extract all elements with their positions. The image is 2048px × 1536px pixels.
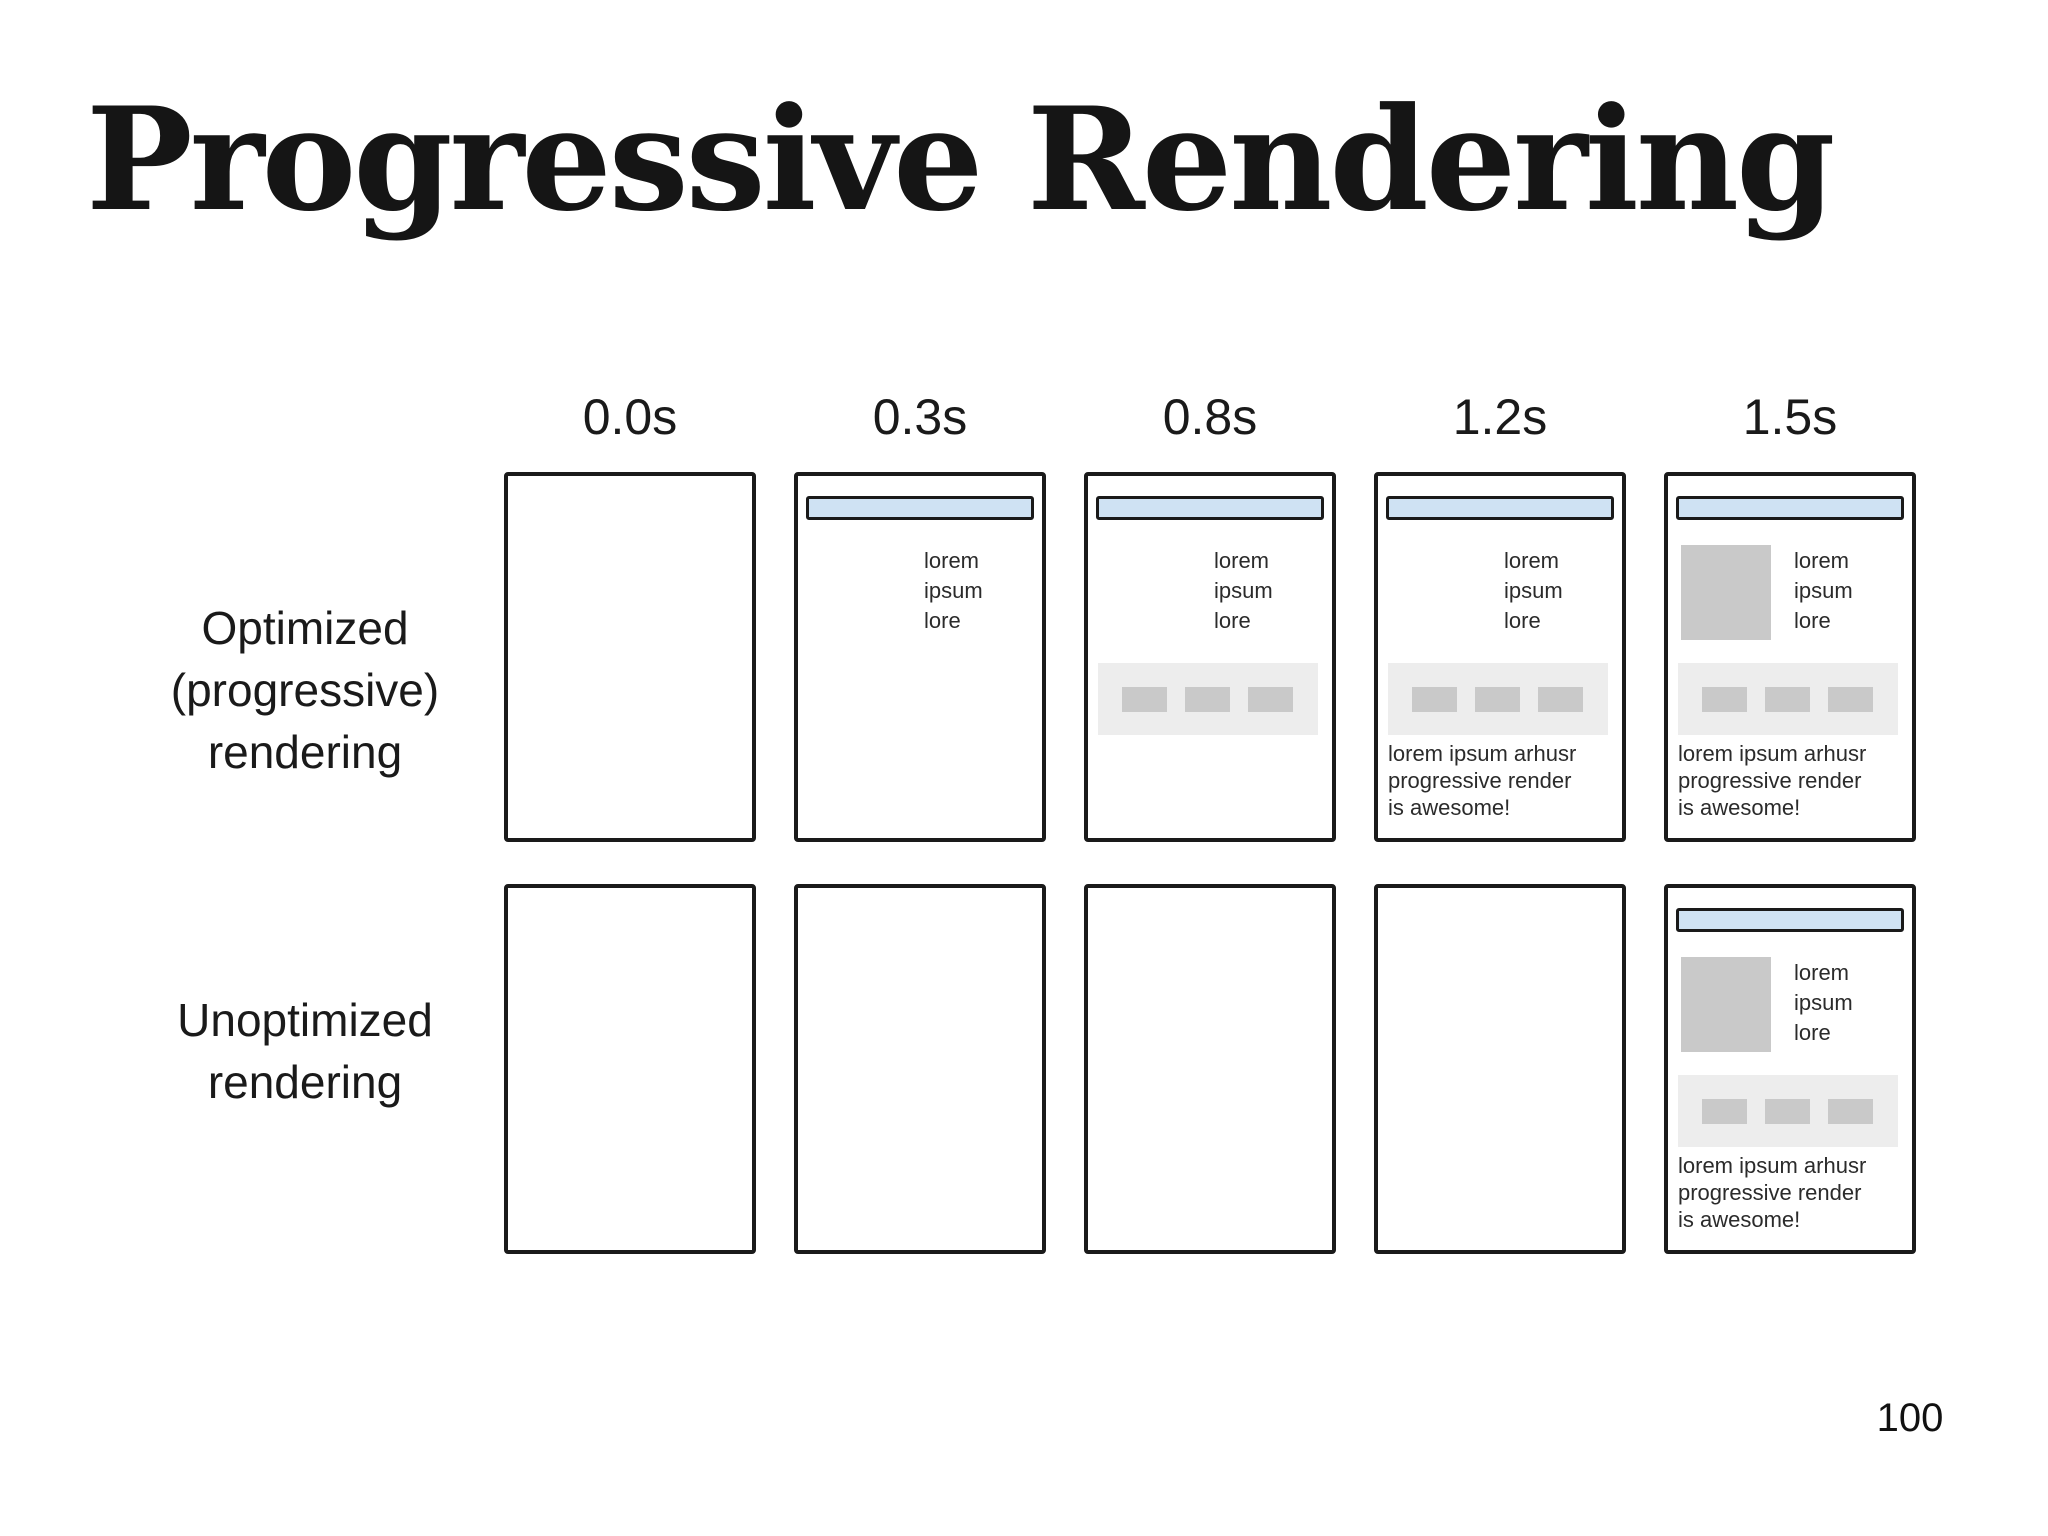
content-band-placeholder (1678, 1075, 1898, 1147)
paragraph-text: lorem ipsum arhusr progressive render is… (1678, 741, 1867, 820)
band-item-placeholder (1828, 1098, 1873, 1124)
lorem-text: lorem ipsum lore (1214, 548, 1273, 633)
time-label-0-3s: 0.3s (872, 389, 968, 445)
band-item-placeholder (1412, 686, 1457, 712)
mockup-unoptimized-0-3s (794, 884, 1046, 1254)
paragraph-text: lorem ipsum arhusr progressive render is… (1388, 741, 1577, 820)
band-item-placeholder (1185, 686, 1230, 712)
image-placeholder (1681, 957, 1771, 1052)
mockup-optimized-0-8s: lorem ipsum lore (1084, 472, 1336, 842)
slide-title: Progressive Rendering (86, 77, 1835, 243)
lorem-text: lorem ipsum lore (1794, 548, 1853, 633)
band-item-placeholder (1122, 686, 1167, 712)
content-band-placeholder (1098, 663, 1318, 735)
band-item-placeholder (1765, 686, 1810, 712)
header-bar-placeholder (1386, 496, 1614, 520)
row-label-optimized: Optimized (progressive) rendering (170, 602, 440, 778)
content-band-placeholder (1388, 663, 1608, 735)
band-item-placeholder (1702, 686, 1747, 712)
band-item-placeholder (1828, 686, 1873, 712)
lorem-text: lorem ipsum lore (1504, 548, 1563, 633)
header-bar-placeholder (1096, 496, 1324, 520)
time-label-1-2s: 1.2s (1452, 389, 1548, 445)
band-item-placeholder (1248, 686, 1293, 712)
mockup-optimized-0-0s (504, 472, 756, 842)
mockup-optimized-0-3s: lorem ipsum lore (794, 472, 1046, 842)
mockup-optimized-1-5s: lorem ipsum lore lorem ipsum arhusr prog… (1664, 472, 1916, 842)
mockup-unoptimized-1-2s (1374, 884, 1626, 1254)
mockup-optimized-1-2s: lorem ipsum lore lorem ipsum arhusr prog… (1374, 472, 1626, 842)
row-label-unoptimized: Unoptimized rendering (177, 994, 433, 1108)
paragraph-text: lorem ipsum arhusr progressive render is… (1678, 1153, 1867, 1232)
band-item-placeholder (1538, 686, 1583, 712)
band-item-placeholder (1475, 686, 1520, 712)
header-bar-placeholder (1676, 496, 1904, 520)
time-label-1-5s: 1.5s (1742, 389, 1838, 445)
content-band-placeholder (1678, 663, 1898, 735)
time-label-0-0s: 0.0s (582, 389, 678, 445)
mockup-unoptimized-1-5s: lorem ipsum lore lorem ipsum arhusr prog… (1664, 884, 1916, 1254)
mockup-unoptimized-0-8s (1084, 884, 1336, 1254)
lorem-text: lorem ipsum lore (924, 548, 983, 633)
image-placeholder (1681, 545, 1771, 640)
lorem-text: lorem ipsum lore (1794, 960, 1853, 1045)
page-number: 100 (1876, 1396, 1944, 1440)
header-bar-placeholder (1676, 908, 1904, 932)
mockup-unoptimized-0-0s (504, 884, 756, 1254)
band-item-placeholder (1702, 1098, 1747, 1124)
time-label-0-8s: 0.8s (1162, 389, 1258, 445)
header-bar-placeholder (806, 496, 1034, 520)
band-item-placeholder (1765, 1098, 1810, 1124)
